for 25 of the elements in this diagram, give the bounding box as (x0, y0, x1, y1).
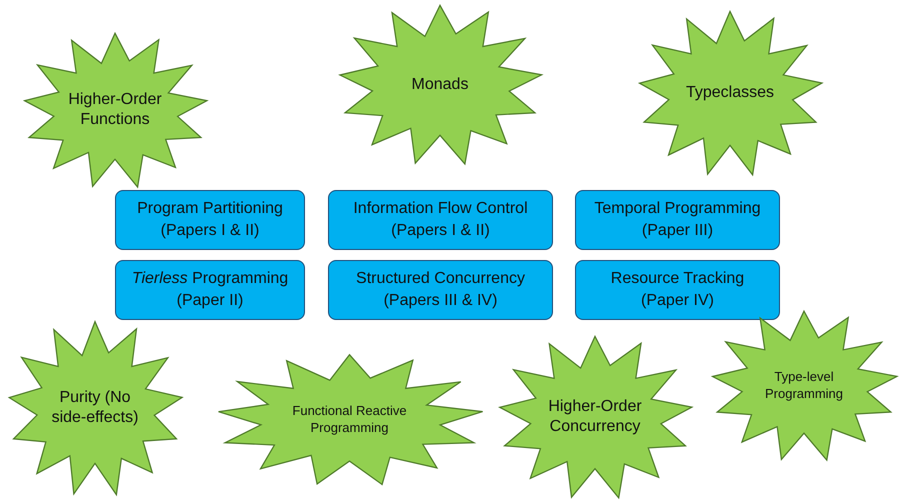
concept-label: Monads (412, 74, 468, 94)
concept-label: Functional Reactive Programming (291, 403, 408, 436)
topic-title: Program Partitioning (137, 198, 283, 219)
concept-label: Purity (No side-effects) (50, 388, 140, 428)
topic-box (328, 260, 553, 320)
paper-reference: (Papers III & IV) (384, 291, 498, 311)
paper-reference: (Papers I & II) (160, 221, 260, 241)
topic-box (328, 190, 553, 250)
topic-box (115, 190, 305, 250)
topic-title: Information Flow Control (353, 198, 528, 219)
paper-reference: (Paper III) (642, 221, 714, 241)
concept-label: Type-level Programming (764, 369, 844, 402)
concept-label: Typeclasses (686, 83, 774, 103)
topic-title: Temporal Programming (594, 198, 761, 219)
paper-reference: (Papers I & II) (391, 221, 490, 241)
concept-label: Higher-Order Functions (67, 90, 163, 130)
topic-box (575, 260, 780, 320)
topic-title: Resource Tracking (610, 268, 744, 289)
concept-label: Higher-Order Concurrency (547, 397, 643, 437)
topic-title: Structured Concurrency (356, 268, 525, 289)
topic-box (115, 260, 305, 320)
topic-title: Tierless Programming (132, 268, 288, 289)
paper-reference: (Paper IV) (641, 291, 714, 311)
paper-reference: (Paper II) (176, 291, 244, 311)
topic-box (575, 190, 780, 250)
